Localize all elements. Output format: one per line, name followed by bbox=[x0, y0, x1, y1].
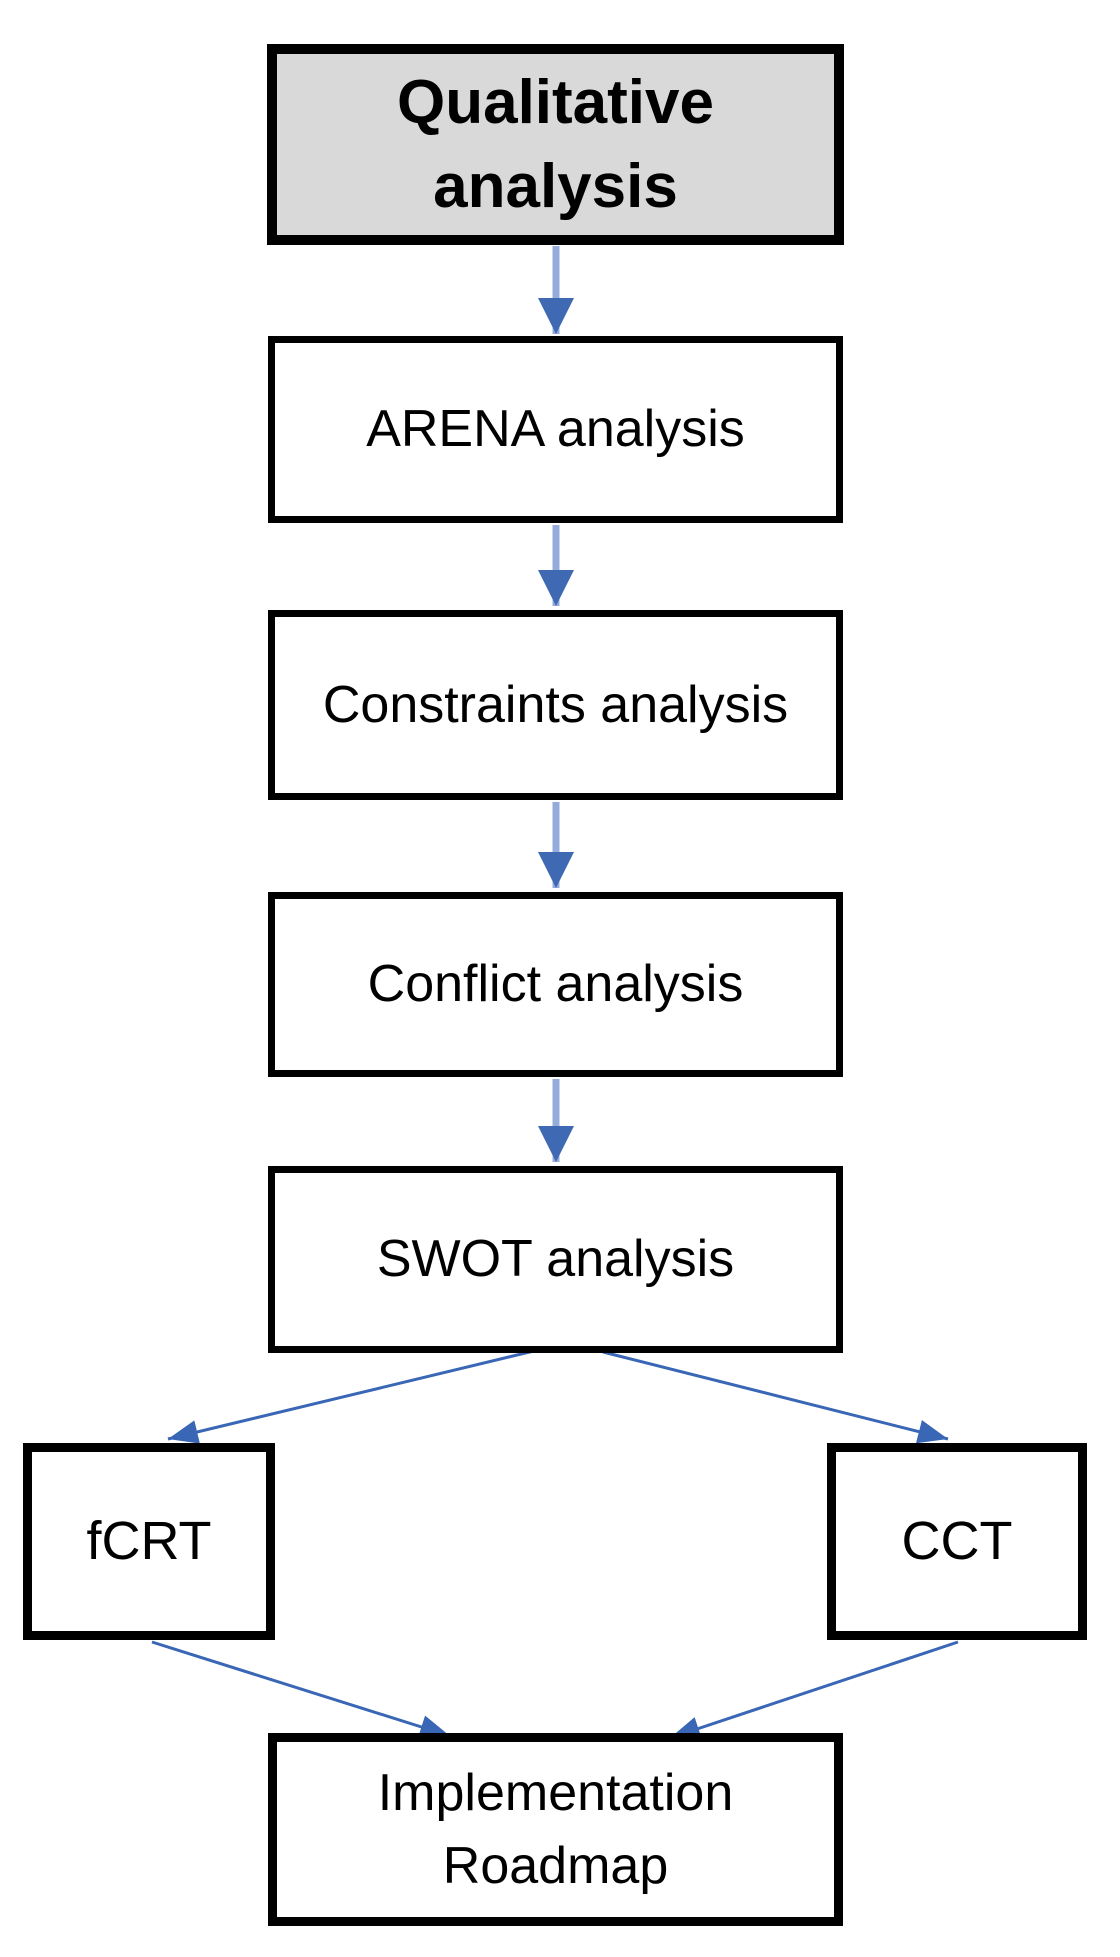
node-label: Constraints analysis bbox=[322, 675, 789, 734]
node-implementation-roadmap: Implementation Roadmap bbox=[268, 1733, 843, 1926]
node-label: SWOT analysis bbox=[376, 1230, 735, 1289]
arrow-cct-to-roadmap bbox=[669, 1640, 959, 1740]
node-qualitative-analysis: Qualitative analysis bbox=[267, 44, 844, 245]
arrow-swot-to-fcrt bbox=[167, 1348, 539, 1444]
node-label: fCRT bbox=[86, 1510, 212, 1571]
node-label: Implementation Roadmap bbox=[377, 1763, 734, 1895]
node-swot-analysis: SWOT analysis bbox=[268, 1166, 843, 1353]
node-label: CCT bbox=[901, 1510, 1013, 1571]
node-arena-analysis: ARENA analysis bbox=[268, 336, 843, 523]
node-cct: CCT bbox=[827, 1443, 1087, 1640]
node-fcrt: fCRT bbox=[23, 1443, 275, 1640]
arrow-swot-to-cct bbox=[602, 1350, 949, 1444]
node-label: Conflict analysis bbox=[367, 955, 744, 1014]
node-label: ARENA analysis bbox=[366, 400, 745, 459]
arrow-fcrt-to-roadmap bbox=[151, 1640, 451, 1739]
node-label: Qualitative analysis bbox=[397, 67, 714, 221]
node-conflict-analysis: Conflict analysis bbox=[268, 892, 843, 1077]
node-constraints-analysis: Constraints analysis bbox=[268, 610, 843, 800]
